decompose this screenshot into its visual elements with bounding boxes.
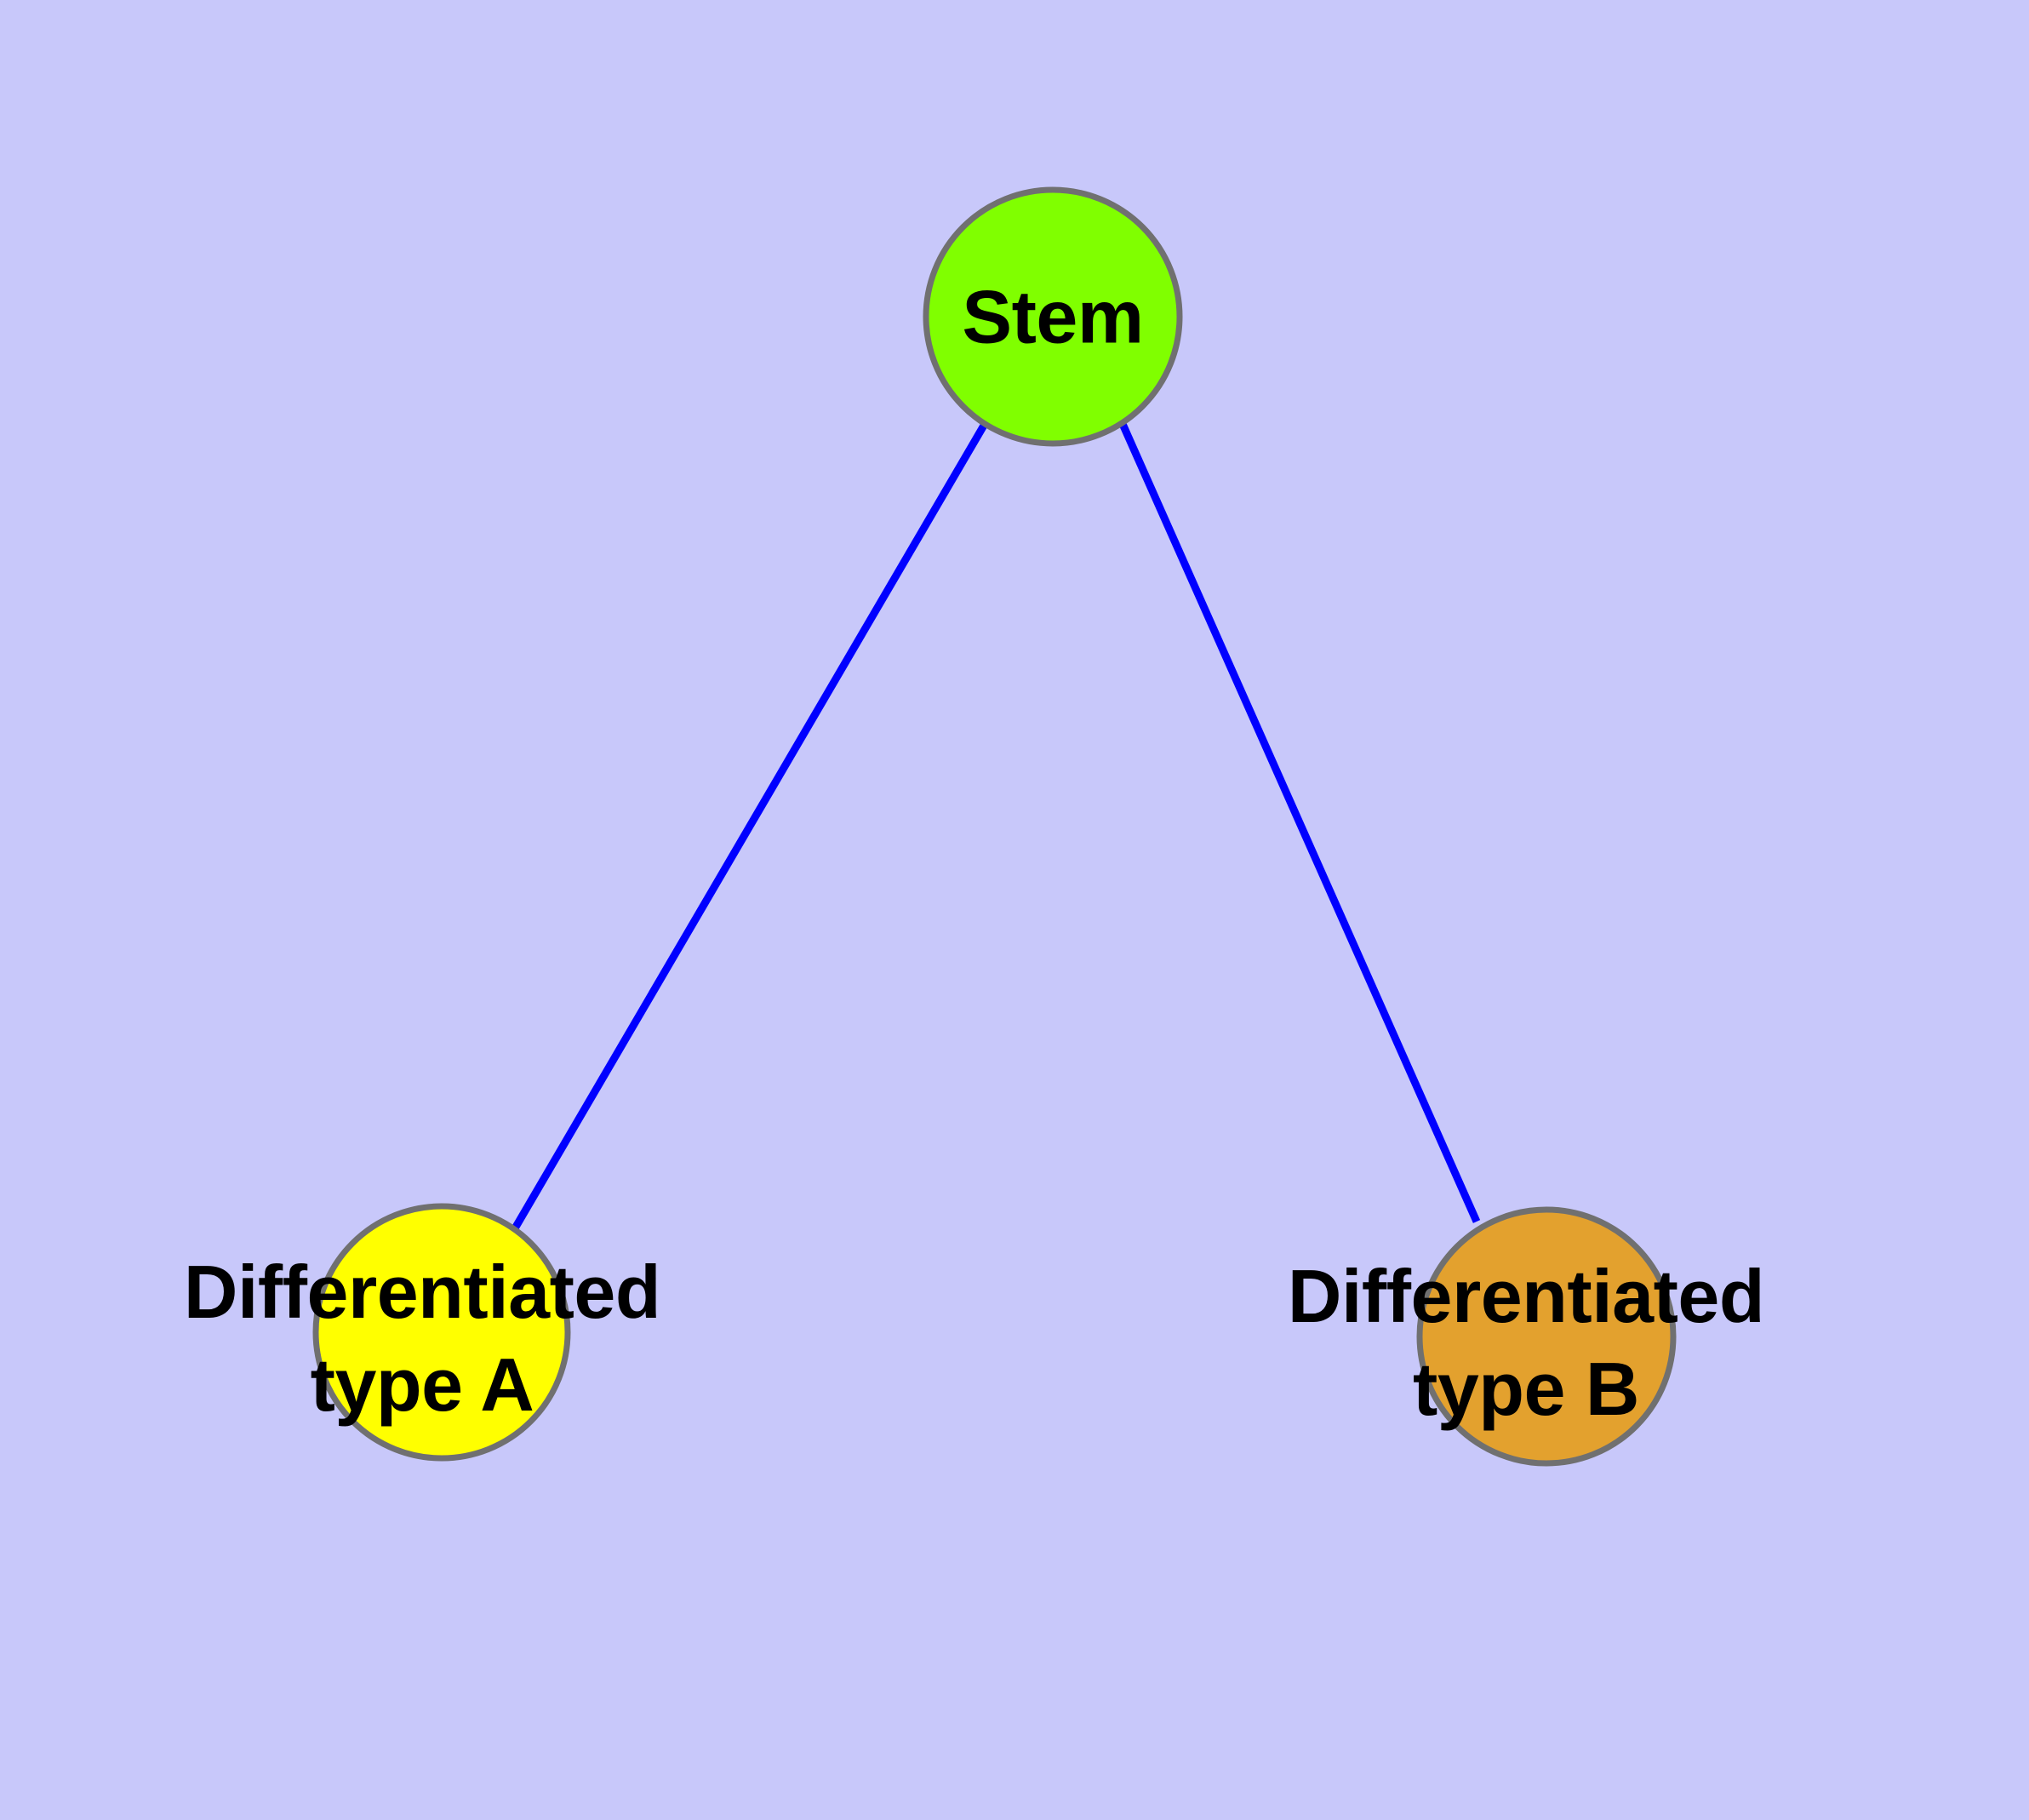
edge-layer <box>512 421 1481 1231</box>
edge-stem-to-type-b[interactable] <box>1118 422 1481 1223</box>
node-diff-type-b-circle[interactable] <box>1416 1206 1677 1467</box>
node-layer <box>312 186 1677 1467</box>
edge-stem-to-type-a[interactable] <box>512 421 988 1231</box>
node-diff-type-a-circle[interactable] <box>312 1203 571 1462</box>
node-stem-circle[interactable] <box>923 186 1183 447</box>
